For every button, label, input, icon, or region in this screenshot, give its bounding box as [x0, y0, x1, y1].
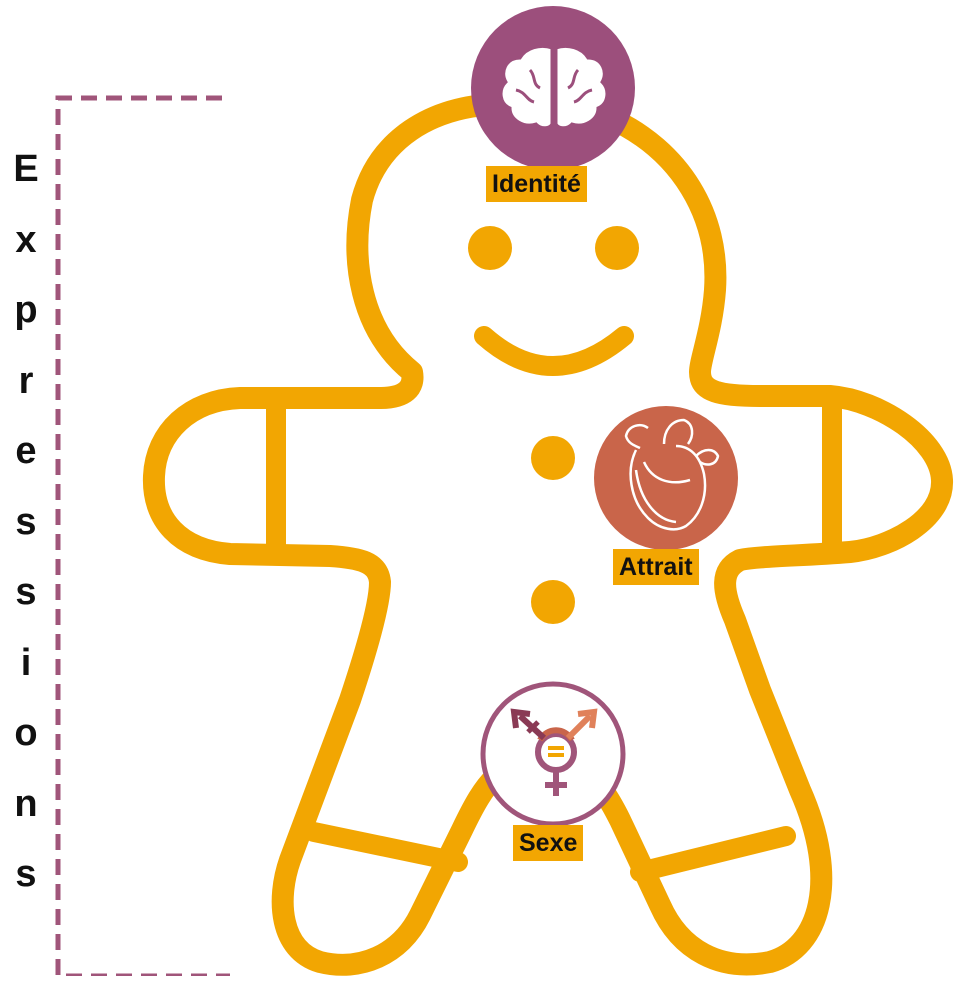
expressions-letter: s: [8, 503, 44, 541]
sex-label: Sexe: [513, 825, 583, 861]
expressions-letter: E: [8, 150, 44, 188]
expressions-letter: e: [8, 432, 44, 470]
expressions-bracket: [58, 98, 230, 976]
attraction-label: Attrait: [613, 549, 699, 585]
button-lower: [531, 580, 575, 624]
expressions-letter: n: [8, 785, 44, 823]
expressions-letter: s: [8, 573, 44, 611]
identity-label: Identité: [486, 166, 587, 202]
left-eye: [468, 226, 512, 270]
button-upper: [531, 436, 575, 480]
smile: [484, 336, 624, 366]
expressions-letter: x: [8, 221, 44, 259]
sex-badge: [483, 684, 623, 824]
identity-badge: [471, 6, 635, 170]
expressions-letter: i: [8, 644, 44, 682]
attraction-badge: [594, 406, 738, 550]
expressions-letter: s: [8, 855, 44, 893]
right-eye: [595, 226, 639, 270]
expressions-letter: o: [8, 714, 44, 752]
expressions-letter: r: [8, 362, 44, 400]
expressions-letter: p: [8, 291, 44, 329]
